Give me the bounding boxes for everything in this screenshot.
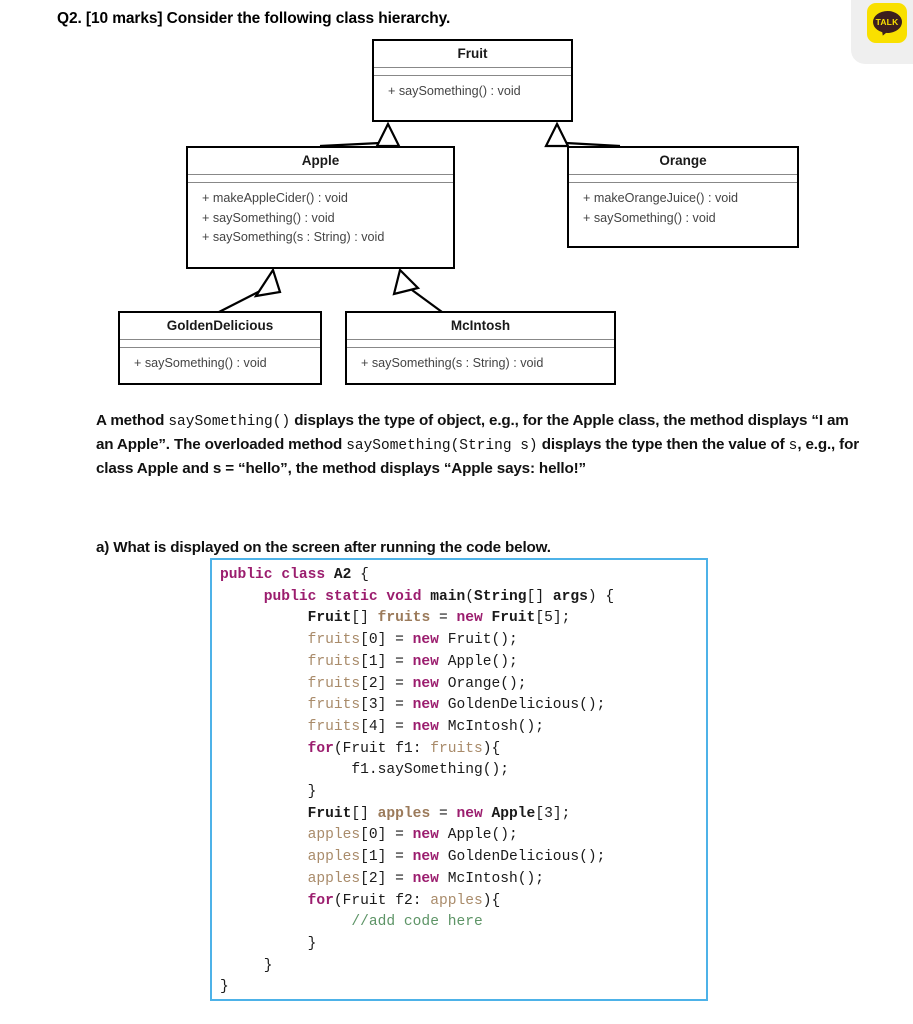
- text-segment: A method: [96, 412, 169, 429]
- class-name-goldendelicious: GoldenDelicious: [166, 318, 274, 333]
- question-number: Q2.: [57, 10, 82, 27]
- operations-compartment: + saySomething(s : String) : void: [347, 348, 614, 380]
- class-name-apple: Apple: [301, 153, 340, 168]
- attributes-compartment: [569, 174, 797, 183]
- inline-code: s: [788, 438, 798, 455]
- operation: + saySomething() : void: [134, 356, 267, 370]
- uml-class-orange: Orange + makeOrangeJuice() : void + sayS…: [567, 146, 799, 248]
- operation: + saySomething() : void: [388, 84, 521, 98]
- text-segment: displays the type then the value of: [537, 436, 789, 454]
- text-segment: displays the type of object, e.g., for t…: [96, 412, 849, 454]
- class-name-fruit: Fruit: [457, 46, 488, 61]
- speech-bubble-icon: TALK: [872, 11, 902, 38]
- class-name-mcintosh: McIntosh: [450, 318, 511, 333]
- attributes-compartment: [347, 339, 614, 348]
- attributes-compartment: [374, 67, 571, 76]
- uml-class-fruit: Fruit + saySomething() : void: [372, 39, 573, 122]
- question-heading: Q2. [10 marks] Consider the following cl…: [57, 10, 450, 28]
- uml-class-apple: Apple + makeAppleCider() : void + saySom…: [186, 146, 455, 269]
- operation: + saySomething(s : String) : void: [202, 230, 385, 245]
- attributes-compartment: [120, 339, 320, 348]
- operations-compartment: + saySomething() : void: [374, 76, 571, 108]
- java-source: public class A2 { public static void mai…: [220, 567, 615, 996]
- attributes-compartment: [188, 174, 453, 183]
- uml-class-goldendelicious: GoldenDelicious + saySomething() : void: [118, 311, 322, 385]
- class-name-orange: Orange: [659, 153, 707, 168]
- operation: + saySomething(s : String) : void: [361, 356, 544, 370]
- kakaotalk-label: TALK: [875, 17, 899, 27]
- question-marks: [10 marks]: [85, 10, 163, 27]
- uml-generalization-lines: [218, 121, 621, 313]
- kakaotalk-share-button[interactable]: TALK: [867, 3, 907, 43]
- sub-question-text: a) What is displayed on the screen after…: [96, 539, 551, 556]
- operation: + makeOrangeJuice() : void: [583, 191, 739, 205]
- operation: + saySomething() : void: [583, 210, 716, 225]
- inline-code: saySomething(): [168, 414, 291, 430]
- text-segment: , e.g., for class Apple and s = “hello”,…: [96, 436, 859, 478]
- code-block: public class A2 { public static void mai…: [210, 558, 708, 1001]
- operation: + saySomething() : void: [202, 210, 335, 225]
- operation: + makeAppleCider() : void: [202, 191, 348, 205]
- method-description-paragraph: A method saySomething() displays the typ…: [96, 409, 866, 480]
- operations-compartment: + makeAppleCider() : void + saySomething…: [188, 183, 453, 254]
- operations-compartment: + saySomething() : void: [120, 348, 320, 380]
- inline-code: saySomething(String s): [346, 438, 538, 455]
- uml-class-diagram: Fruit + saySomething() : void Apple + ma…: [0, 0, 913, 400]
- operations-compartment: + makeOrangeJuice() : void + saySomethin…: [569, 183, 797, 234]
- uml-class-mcintosh: McIntosh + saySomething(s : String) : vo…: [345, 311, 616, 385]
- question-prompt: Consider the following class hierarchy.: [166, 10, 451, 27]
- sub-question-a: a) What is displayed on the screen after…: [96, 536, 866, 559]
